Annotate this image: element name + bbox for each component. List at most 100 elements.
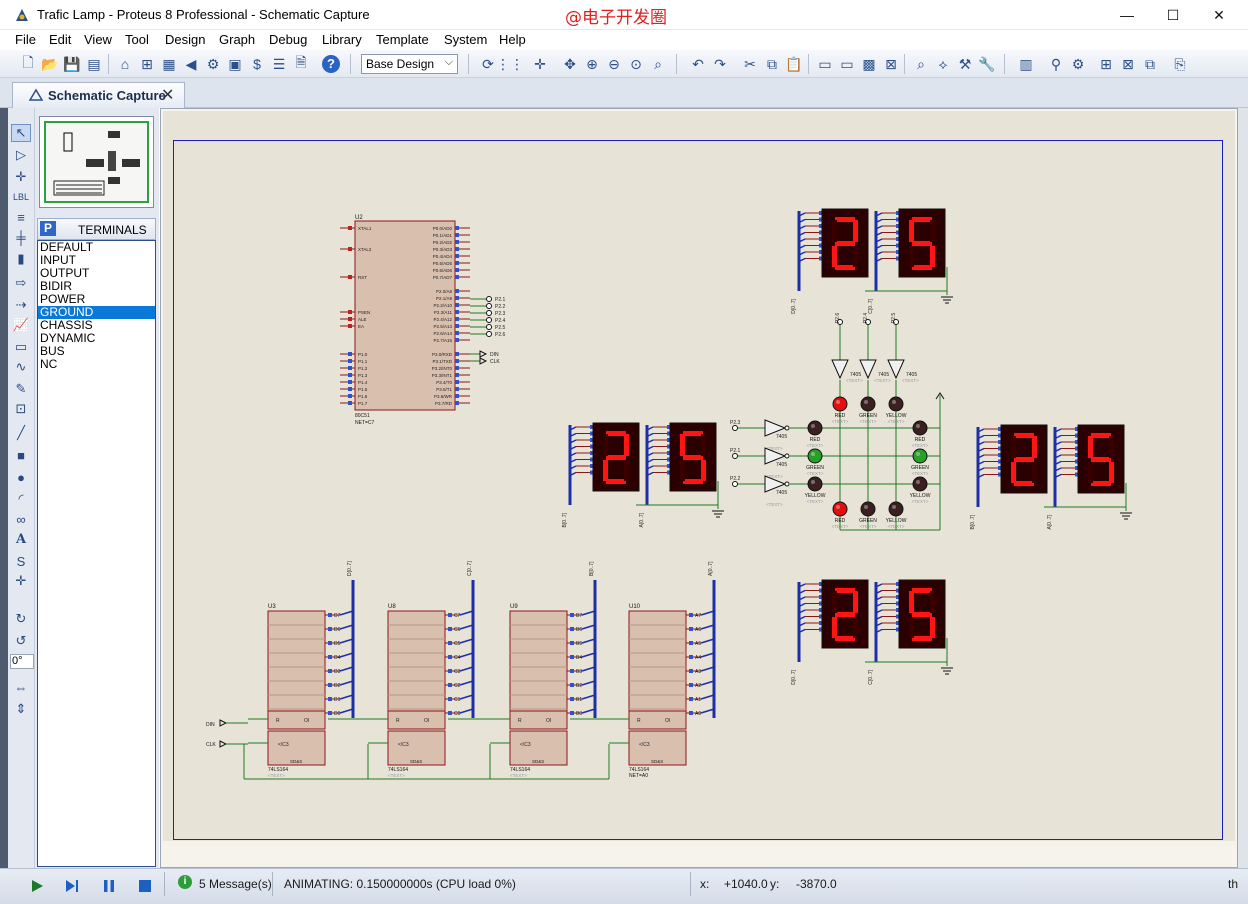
notes-icon[interactable]: 🗎 bbox=[295, 54, 307, 70]
property-tool-icon[interactable]: ⚙ bbox=[1071, 55, 1085, 72]
pause-icon[interactable] bbox=[101, 878, 117, 894]
list-item-dynamic[interactable]: DYNAMIC bbox=[40, 331, 96, 345]
gerber-icon[interactable]: ▣ bbox=[228, 55, 242, 72]
vertical-scrollbar[interactable] bbox=[1238, 108, 1248, 868]
virtual-instrument-icon[interactable]: ⊡ bbox=[15, 401, 27, 416]
arc-tool-icon[interactable]: ◜ bbox=[18, 491, 24, 506]
list-item-nc[interactable]: NC bbox=[40, 357, 58, 371]
component-mode-icon[interactable]: ▷ bbox=[16, 147, 26, 162]
decompose-icon[interactable]: 🔧 bbox=[978, 55, 996, 72]
copy-icon[interactable]: ⧉ bbox=[767, 55, 777, 72]
zoom-all-icon[interactable]: ⊙ bbox=[630, 55, 642, 72]
save-icon[interactable]: 💾 bbox=[63, 55, 81, 72]
pcb-icon[interactable]: ▦ bbox=[162, 55, 176, 72]
bus-mode-icon[interactable]: ╪ bbox=[16, 229, 26, 245]
menu-file[interactable]: File bbox=[15, 32, 36, 47]
menu-debug[interactable]: Debug bbox=[269, 32, 308, 47]
design-variant-select[interactable]: Base Design ⌵ bbox=[361, 54, 458, 74]
menu-design[interactable]: Design bbox=[165, 32, 206, 47]
undo-icon[interactable]: ↶ bbox=[692, 55, 704, 72]
overview-window[interactable] bbox=[39, 116, 154, 208]
new-sheet-icon[interactable]: ⊞ bbox=[1100, 55, 1112, 72]
grid-icon[interactable]: ⋮⋮ bbox=[496, 55, 524, 72]
symbol-tool-icon[interactable]: S bbox=[16, 553, 26, 569]
menu-help[interactable]: Help bbox=[499, 32, 526, 47]
overview-viewport[interactable] bbox=[44, 121, 149, 203]
list-item-bidir[interactable]: BIDIR bbox=[40, 279, 73, 293]
origin-icon[interactable]: ✛ bbox=[534, 55, 546, 72]
selection-mode-icon[interactable]: ↖ bbox=[11, 124, 31, 142]
schematic-drawing[interactable]: D[0..7]C[0..7]B[0..7]A[0..7]B[0..7]A[0..… bbox=[163, 111, 1235, 841]
zoom-out-icon[interactable]: ⊖ bbox=[608, 55, 620, 72]
block-move-icon[interactable]: ▭ bbox=[840, 55, 854, 72]
block-copy-icon[interactable]: ▭ bbox=[818, 55, 832, 72]
make-device-icon[interactable]: ⟡ bbox=[938, 55, 948, 72]
3d-view-icon[interactable]: ⚙ bbox=[206, 55, 220, 72]
subcircuit-mode-icon[interactable]: ▮ bbox=[17, 251, 25, 266]
text-tool-icon[interactable]: A bbox=[15, 531, 27, 547]
box-tool-icon[interactable]: ■ bbox=[17, 447, 25, 463]
tab-schematic-capture[interactable]: Schematic Capture ✕ bbox=[12, 82, 185, 108]
remove-sheet-icon[interactable]: ⊠ bbox=[1122, 55, 1134, 72]
search-tag-icon[interactable]: ⚲ bbox=[1050, 55, 1062, 72]
new-file-icon[interactable]: 🗋 bbox=[22, 54, 34, 70]
menu-view[interactable]: View bbox=[84, 32, 112, 47]
zoom-area-icon[interactable]: ⌕ bbox=[654, 55, 662, 72]
mirror-vertical-icon[interactable]: ⇕ bbox=[15, 701, 27, 716]
zoom-in-icon[interactable]: ⊕ bbox=[586, 55, 598, 72]
pan-icon[interactable]: ✥ bbox=[564, 55, 576, 72]
rotation-angle-input[interactable]: 0° bbox=[10, 654, 34, 669]
device-pin-mode-icon[interactable]: ⇢ bbox=[15, 297, 27, 312]
design-explorer-icon[interactable]: ☰ bbox=[272, 55, 286, 72]
goto-sheet-icon[interactable]: ⧉ bbox=[1145, 55, 1155, 72]
close-button[interactable]: ✕ bbox=[1213, 6, 1225, 23]
stop-icon[interactable] bbox=[137, 878, 153, 894]
circle-tool-icon[interactable]: ● bbox=[17, 469, 25, 485]
marker-tool-icon[interactable]: ✛ bbox=[15, 573, 27, 588]
rotate-anticlockwise-icon[interactable]: ↺ bbox=[15, 633, 27, 648]
wire-autorouter-icon[interactable]: ▥ bbox=[1019, 55, 1033, 72]
menu-tool[interactable]: Tool bbox=[125, 32, 149, 47]
block-rotate-icon[interactable]: ▩ bbox=[862, 55, 876, 72]
paste-icon[interactable]: 📋 bbox=[785, 55, 803, 72]
list-item-chassis[interactable]: CHASSIS bbox=[40, 318, 93, 332]
graph-mode-icon[interactable]: 📈 bbox=[12, 317, 30, 332]
text-script-mode-icon[interactable]: ≡ bbox=[17, 209, 25, 225]
menu-library[interactable]: Library bbox=[322, 32, 362, 47]
menu-edit[interactable]: Edit bbox=[49, 32, 72, 47]
pick-mode-badge[interactable]: P bbox=[40, 221, 56, 236]
messages-count[interactable]: 5 Message(s) bbox=[199, 877, 272, 891]
junction-mode-icon[interactable]: ✛ bbox=[15, 169, 27, 184]
open-folder-icon[interactable]: 📂 bbox=[41, 55, 59, 72]
home-icon[interactable]: ⌂ bbox=[120, 56, 130, 72]
redo-icon[interactable]: ↷ bbox=[714, 55, 726, 72]
wire-label-mode-icon[interactable]: LBL bbox=[12, 192, 29, 202]
maximize-button[interactable]: ☐ bbox=[1166, 6, 1180, 23]
terminal-mode-icon[interactable]: ⇨ bbox=[15, 275, 27, 290]
list-item-default[interactable]: DEFAULT bbox=[40, 240, 94, 254]
save-all-icon[interactable]: ▤ bbox=[87, 55, 101, 72]
list-item-bus[interactable]: BUS bbox=[40, 344, 65, 358]
minimize-button[interactable]: — bbox=[1120, 7, 1134, 23]
menu-graph[interactable]: Graph bbox=[219, 32, 256, 47]
play-icon[interactable] bbox=[29, 878, 45, 894]
tape-recorder-icon[interactable]: ▭ bbox=[14, 339, 28, 354]
simulation-icon[interactable]: ◀ bbox=[185, 55, 197, 72]
cut-icon[interactable]: ✂ bbox=[744, 55, 756, 72]
refresh-icon[interactable]: ⟳ bbox=[482, 55, 494, 72]
help-icon[interactable]: ? bbox=[321, 54, 341, 74]
netlist-icon[interactable]: ⎘ bbox=[1174, 55, 1186, 72]
list-item-output[interactable]: OUTPUT bbox=[40, 266, 90, 280]
path-tool-icon[interactable]: ∞ bbox=[16, 511, 26, 527]
voltage-probe-icon[interactable]: ✎ bbox=[15, 381, 27, 396]
list-item-input[interactable]: INPUT bbox=[40, 253, 76, 267]
step-icon[interactable] bbox=[64, 878, 80, 894]
generator-mode-icon[interactable]: ∿ bbox=[15, 359, 27, 374]
bom-icon[interactable]: $ bbox=[253, 56, 261, 72]
block-delete-icon[interactable]: ⊠ bbox=[885, 55, 897, 72]
rotate-clockwise-icon[interactable]: ↻ bbox=[15, 611, 27, 626]
pick-device-icon[interactable]: ⌕ bbox=[917, 55, 925, 72]
list-item-ground[interactable]: GROUND bbox=[38, 306, 155, 319]
close-tab-icon[interactable]: ✕ bbox=[161, 87, 175, 104]
menu-template[interactable]: Template bbox=[376, 32, 429, 47]
